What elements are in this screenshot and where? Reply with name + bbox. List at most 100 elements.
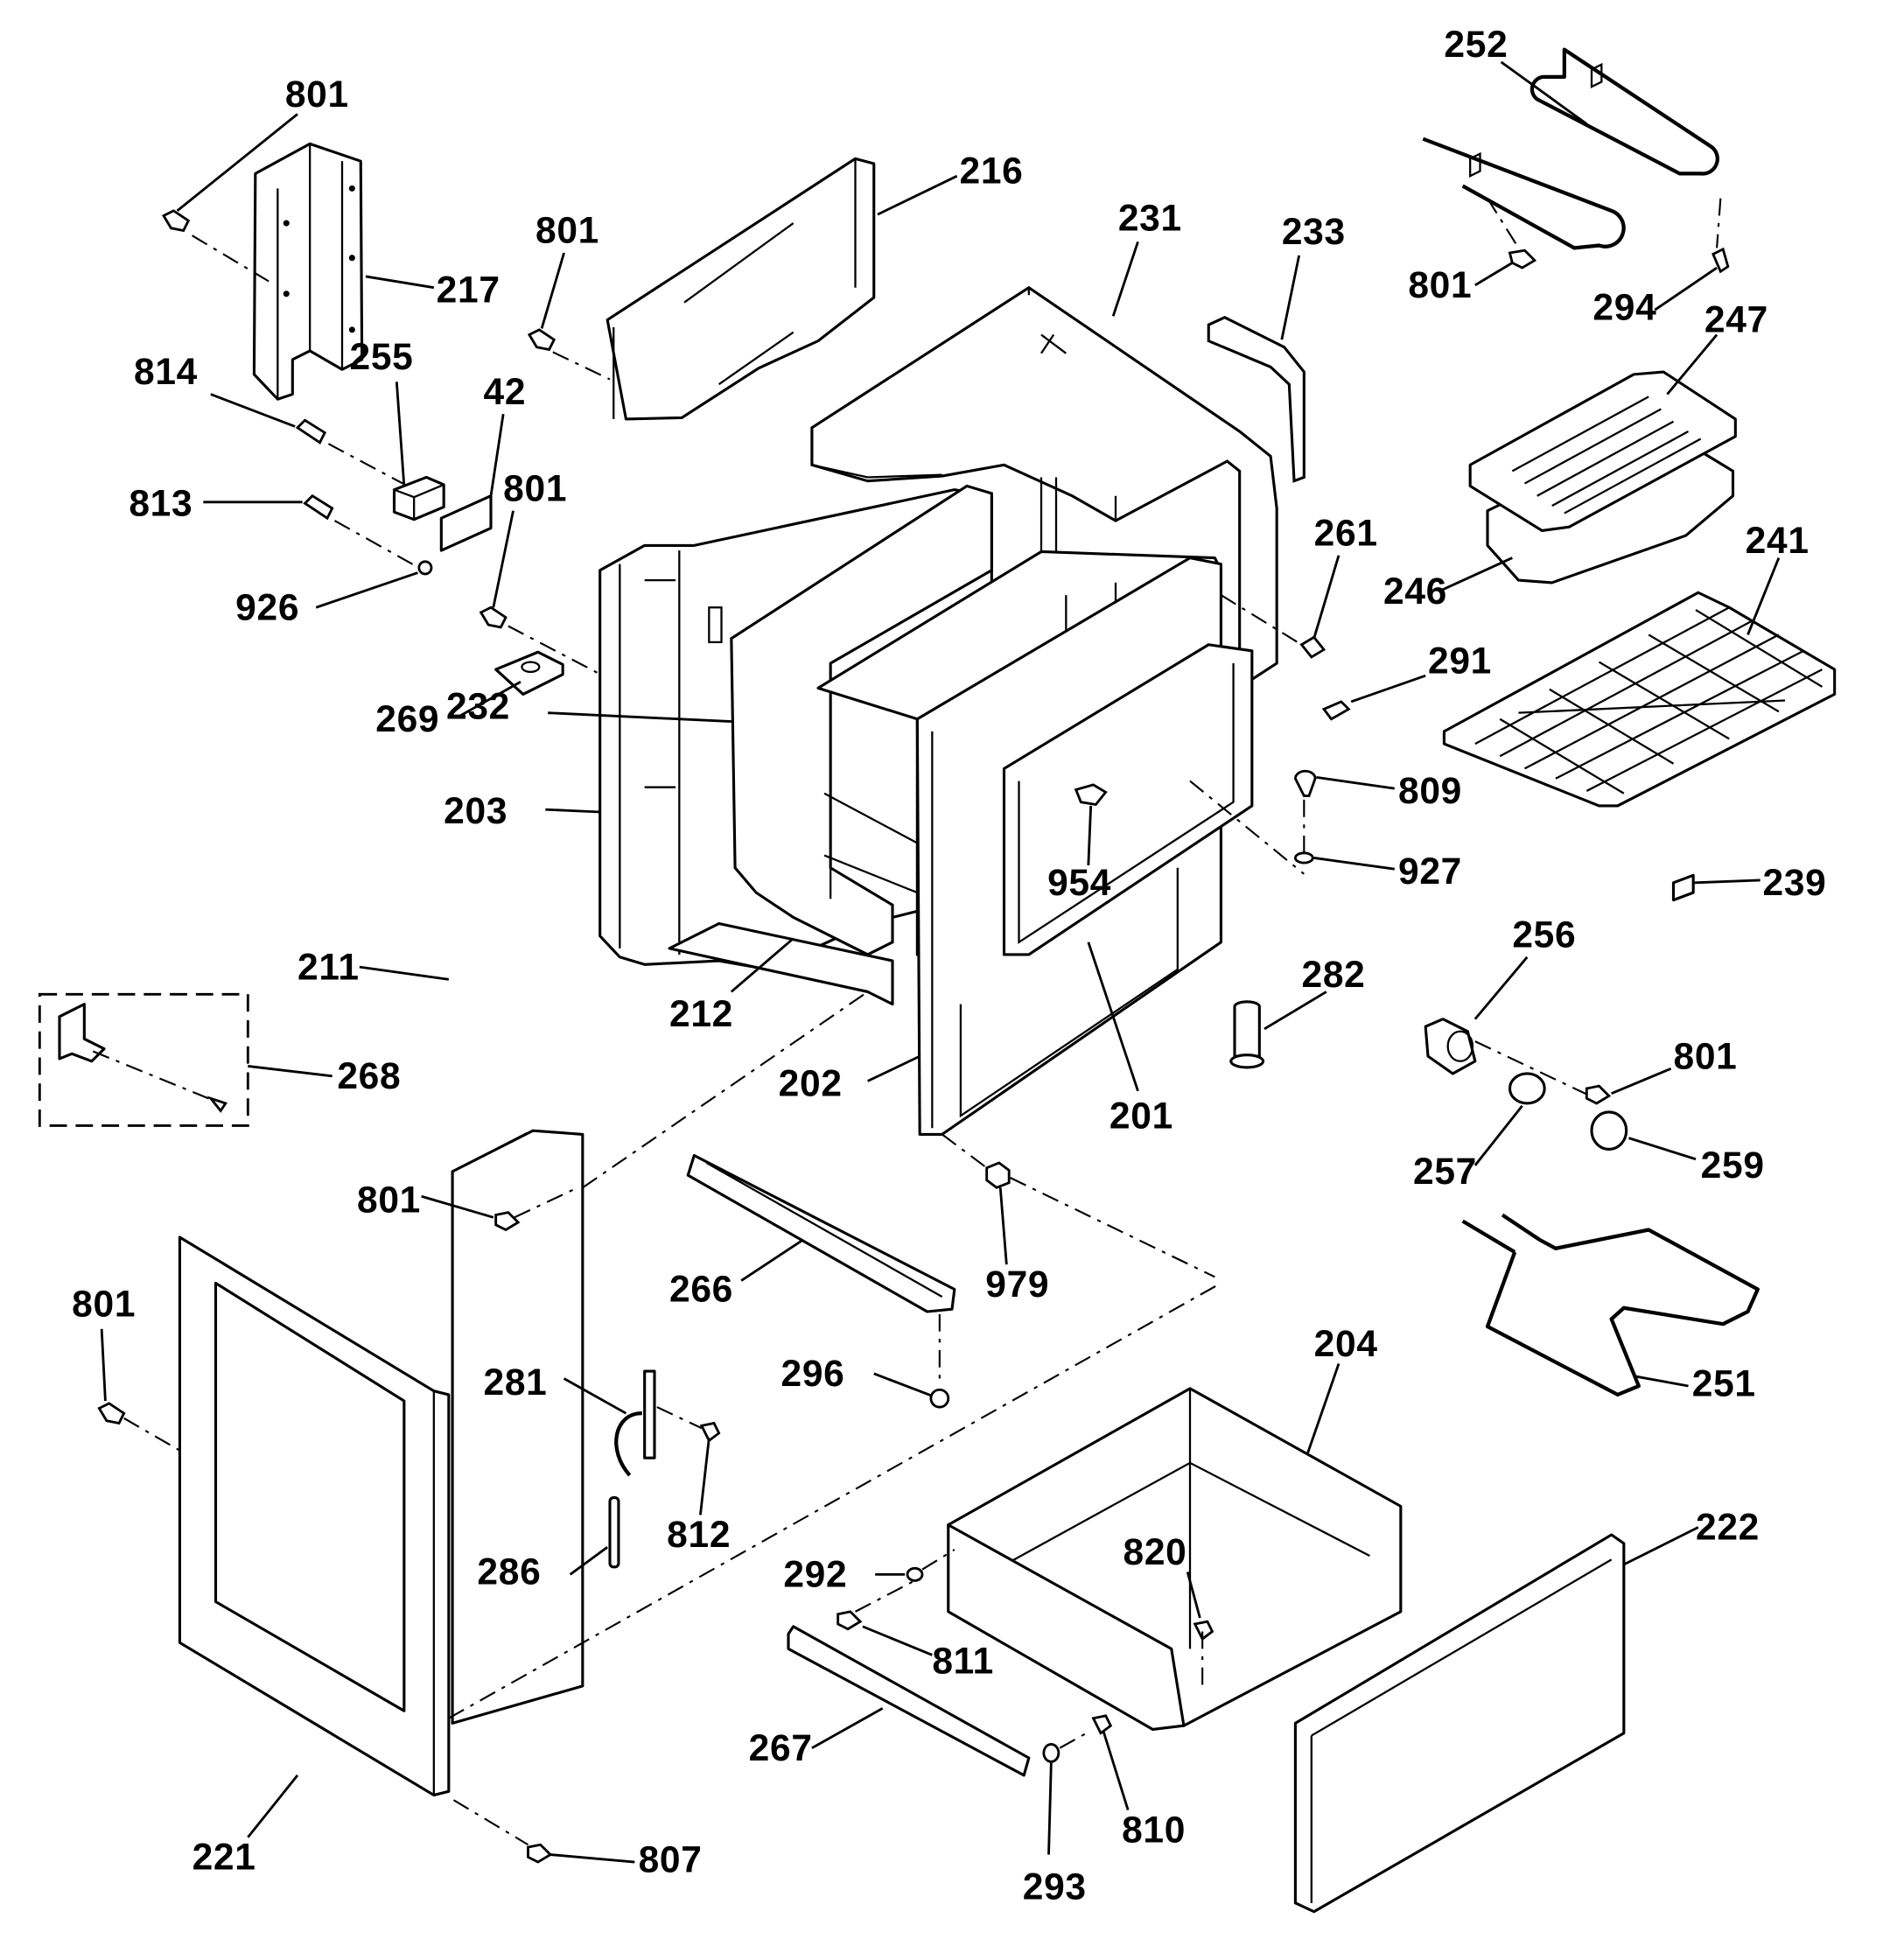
- clip-292: [906, 1566, 924, 1582]
- callout-292: 292: [783, 1555, 847, 1596]
- part-201-oven-door-liner: [1002, 643, 1254, 956]
- screw-812: [699, 1421, 721, 1443]
- part-251-bake-element: [1461, 1213, 1760, 1397]
- callout-216: 216: [960, 151, 1024, 192]
- part-232-oven-liner: [730, 484, 993, 956]
- callout-257: 257: [1413, 1152, 1477, 1193]
- part-291-socket: [1321, 700, 1351, 721]
- screw-811: [836, 1610, 863, 1631]
- clip-294: [1712, 247, 1730, 274]
- callout-211: 211: [298, 947, 360, 988]
- callout-927: 927: [1398, 851, 1462, 892]
- part-255-switch: [392, 475, 445, 522]
- part-259-lamp-lens: [1590, 1110, 1628, 1151]
- callout-926: 926: [235, 587, 299, 628]
- callout-255: 255: [350, 337, 414, 378]
- callout-232: 232: [446, 687, 510, 728]
- callout-247: 247: [1704, 300, 1768, 341]
- part-216-top-panel: [606, 157, 876, 421]
- callout-252: 252: [1444, 24, 1508, 66]
- callout-221: 221: [192, 1838, 256, 1879]
- callout-801: 801: [503, 468, 567, 509]
- callout-201: 201: [1110, 1096, 1173, 1137]
- part-282-leveling-leg: [1229, 1000, 1265, 1069]
- part-241-oven-rack: [1442, 591, 1837, 808]
- washer-927: [1294, 851, 1314, 864]
- callout-294: 294: [1592, 288, 1656, 329]
- callout-217: 217: [437, 270, 500, 312]
- part-261-bulb: [1299, 635, 1326, 659]
- part-266-drawer-rail: [686, 1153, 956, 1313]
- callout-954: 954: [1047, 863, 1111, 904]
- callout-251: 251: [1692, 1363, 1756, 1404]
- callout-203: 203: [444, 791, 508, 832]
- part-233-side-trim: [1207, 315, 1306, 483]
- callout-42: 42: [484, 372, 527, 413]
- callout-266: 266: [669, 1270, 733, 1311]
- clip-293: [1042, 1743, 1060, 1763]
- part-222-drawer-front: [1293, 1533, 1626, 1914]
- part-979-spacer: [985, 1161, 1011, 1189]
- part-239-label: [1671, 873, 1695, 902]
- callout-979: 979: [985, 1264, 1049, 1306]
- part-204-storage-drawer: [947, 1387, 1403, 1732]
- callout-807: 807: [639, 1839, 703, 1880]
- callout-241: 241: [1746, 521, 1810, 562]
- callout-233: 233: [1282, 212, 1346, 253]
- callout-281: 281: [484, 1362, 548, 1404]
- screw-813: [303, 494, 334, 521]
- callout-261: 261: [1314, 513, 1378, 554]
- screw-801-d: [479, 606, 508, 629]
- callout-239: 239: [1763, 863, 1827, 904]
- callout-809: 809: [1398, 771, 1462, 812]
- callout-801: 801: [536, 211, 599, 252]
- part-217-side-bracket: [252, 142, 364, 401]
- callout-801: 801: [285, 74, 349, 116]
- callout-267: 267: [749, 1728, 813, 1769]
- screw-809: [1293, 769, 1317, 798]
- callout-801: 801: [72, 1284, 136, 1326]
- callout-286: 286: [477, 1552, 541, 1593]
- screw-801-f: [1585, 1084, 1612, 1105]
- screw-801-e: [494, 1211, 521, 1232]
- callout-820: 820: [1123, 1532, 1186, 1573]
- callout-812: 812: [667, 1515, 731, 1556]
- callout-291: 291: [1428, 640, 1492, 682]
- part-954-light-socket: [1074, 783, 1108, 807]
- callout-811: 811: [932, 1642, 994, 1683]
- callout-222: 222: [1696, 1508, 1760, 1549]
- part-257-lamp-bulb: [1508, 1072, 1546, 1105]
- screw-296: [929, 1388, 950, 1409]
- callout-293: 293: [1023, 1867, 1087, 1908]
- part-269-bracket: [494, 650, 564, 696]
- nut-926: [417, 560, 433, 576]
- screw-814: [295, 418, 327, 444]
- callout-810: 810: [1122, 1810, 1186, 1851]
- screw-801-a: [161, 209, 191, 233]
- callout-246: 246: [1383, 571, 1447, 612]
- callout-259: 259: [1701, 1145, 1765, 1186]
- part-42-plate: [439, 494, 493, 552]
- callout-813: 813: [129, 483, 192, 524]
- part-211-rear-cover: [451, 1129, 584, 1725]
- callout-814: 814: [134, 352, 198, 393]
- callout-282: 282: [1302, 955, 1366, 996]
- screw-801-b: [527, 328, 556, 352]
- part-286-hinge-pin: [608, 1495, 620, 1569]
- screw-820: [1193, 1620, 1214, 1642]
- callout-296: 296: [781, 1354, 845, 1395]
- screw-810: [1091, 1714, 1113, 1735]
- callout-212: 212: [669, 994, 733, 1035]
- callout-801: 801: [1408, 265, 1472, 306]
- part-252-broil-element: [1422, 47, 1719, 250]
- callout-231: 231: [1118, 199, 1182, 240]
- callout-268: 268: [337, 1056, 401, 1097]
- part-281-door-hinge: [614, 1369, 656, 1477]
- callout-801: 801: [1674, 1036, 1738, 1077]
- callout-269: 269: [375, 699, 439, 740]
- screw-807: [527, 1843, 553, 1864]
- screw-801-c: [1508, 248, 1537, 270]
- part-256-lamp-receptacle: [1424, 1018, 1477, 1075]
- callout-801: 801: [357, 1180, 421, 1222]
